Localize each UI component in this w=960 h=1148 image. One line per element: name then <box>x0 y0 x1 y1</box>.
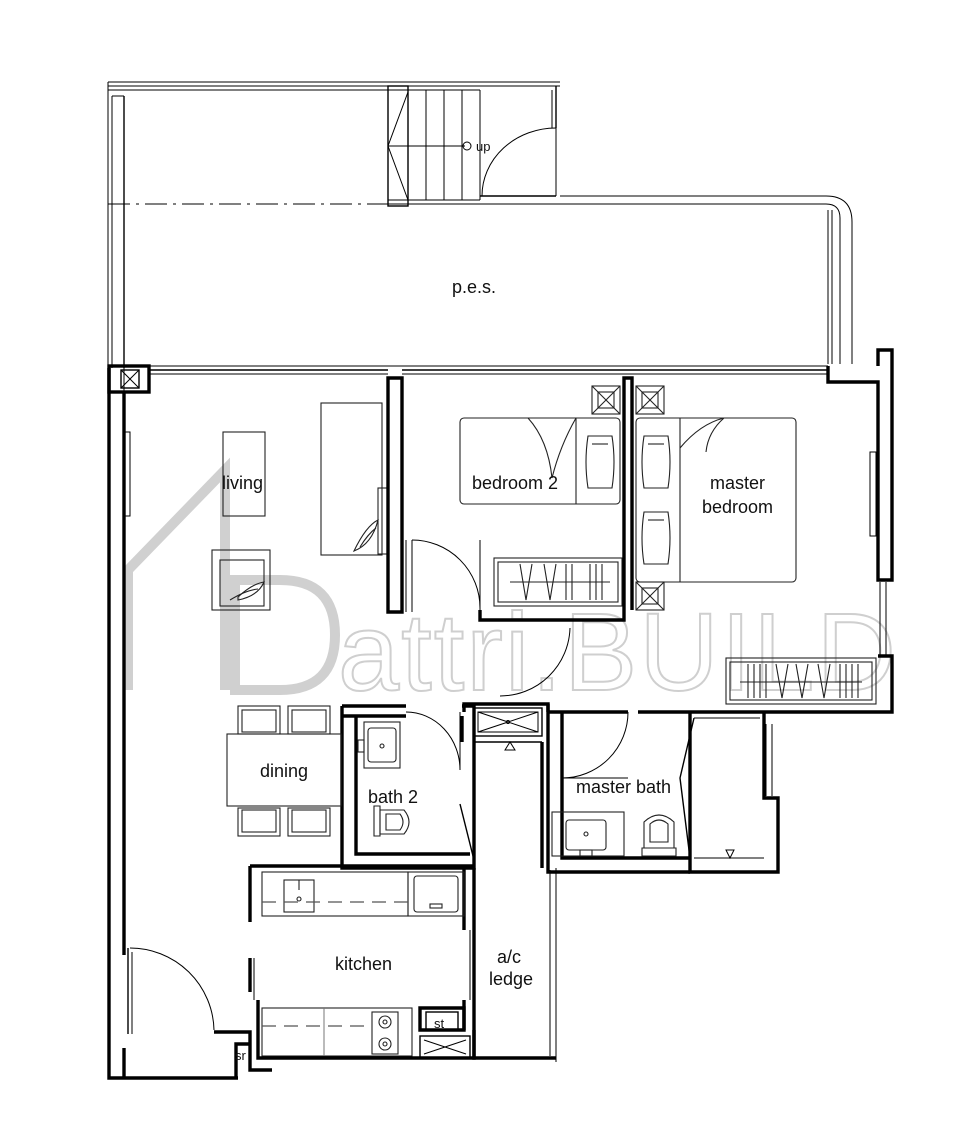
entrance: sr <box>127 947 272 1078</box>
master-bath-door-swing <box>561 711 629 779</box>
stair-up-label: up <box>476 139 490 154</box>
ac-ledge: a/c ledge <box>472 868 557 1062</box>
room-label-bedroom2: bedroom 2 <box>472 473 558 493</box>
room-label-st: st <box>434 1016 445 1031</box>
kitchen: kitchen st <box>248 864 476 1060</box>
pillow <box>585 435 615 489</box>
bed-master <box>635 417 797 583</box>
room-label-bath2: bath 2 <box>368 787 418 807</box>
room-label-master-line1: master <box>710 473 765 493</box>
pillow <box>641 511 671 565</box>
stove-hob <box>371 1011 399 1055</box>
sofa <box>320 402 389 556</box>
service-shaft <box>462 702 550 868</box>
armchair <box>211 549 271 611</box>
bedroom-2: bedroom 2 <box>386 376 634 622</box>
room-label-ac-line1: a/c <box>497 947 521 967</box>
master-bedroom: master bedroom <box>499 385 877 705</box>
staircase: up <box>387 85 557 207</box>
room-label-living: living <box>222 473 263 493</box>
pes-terrace <box>107 81 853 368</box>
bath2-toilet <box>373 805 410 837</box>
bath2-door-swing <box>405 711 461 771</box>
master-bath: master bath <box>546 704 780 874</box>
stair-door-swing <box>481 127 557 197</box>
dining-table <box>226 733 342 807</box>
room-label-kitchen: kitchen <box>335 954 392 974</box>
room-label-dining: dining <box>260 761 308 781</box>
room-label-master-bath: master bath <box>576 777 671 797</box>
room-label-master-line2: bedroom <box>702 497 773 517</box>
coffee-table <box>222 431 266 517</box>
bedroom2-door-swing <box>411 539 481 609</box>
entrance-door-swing <box>129 947 215 1031</box>
living-area: living <box>211 402 389 611</box>
bed-bedroom2 <box>459 417 621 505</box>
dining-area: dining <box>226 705 342 837</box>
watermark: attri.BUILD <box>123 457 898 715</box>
pillow <box>641 435 671 489</box>
corridor-door-swing <box>499 627 571 697</box>
master-bath-toilet <box>641 814 677 857</box>
wardrobe-bedroom2 <box>493 557 623 607</box>
room-label-sr: sr <box>235 1048 247 1063</box>
watermark-text: attri.BUILD <box>338 591 898 714</box>
watermark-d-shape <box>230 575 341 695</box>
room-label-pes: p.e.s. <box>452 277 496 297</box>
room-label-ac-line2: ledge <box>489 969 533 989</box>
watermark-house-shape <box>123 457 230 690</box>
bath-2: bath 2 <box>340 704 476 870</box>
wardrobe-master <box>725 657 877 705</box>
